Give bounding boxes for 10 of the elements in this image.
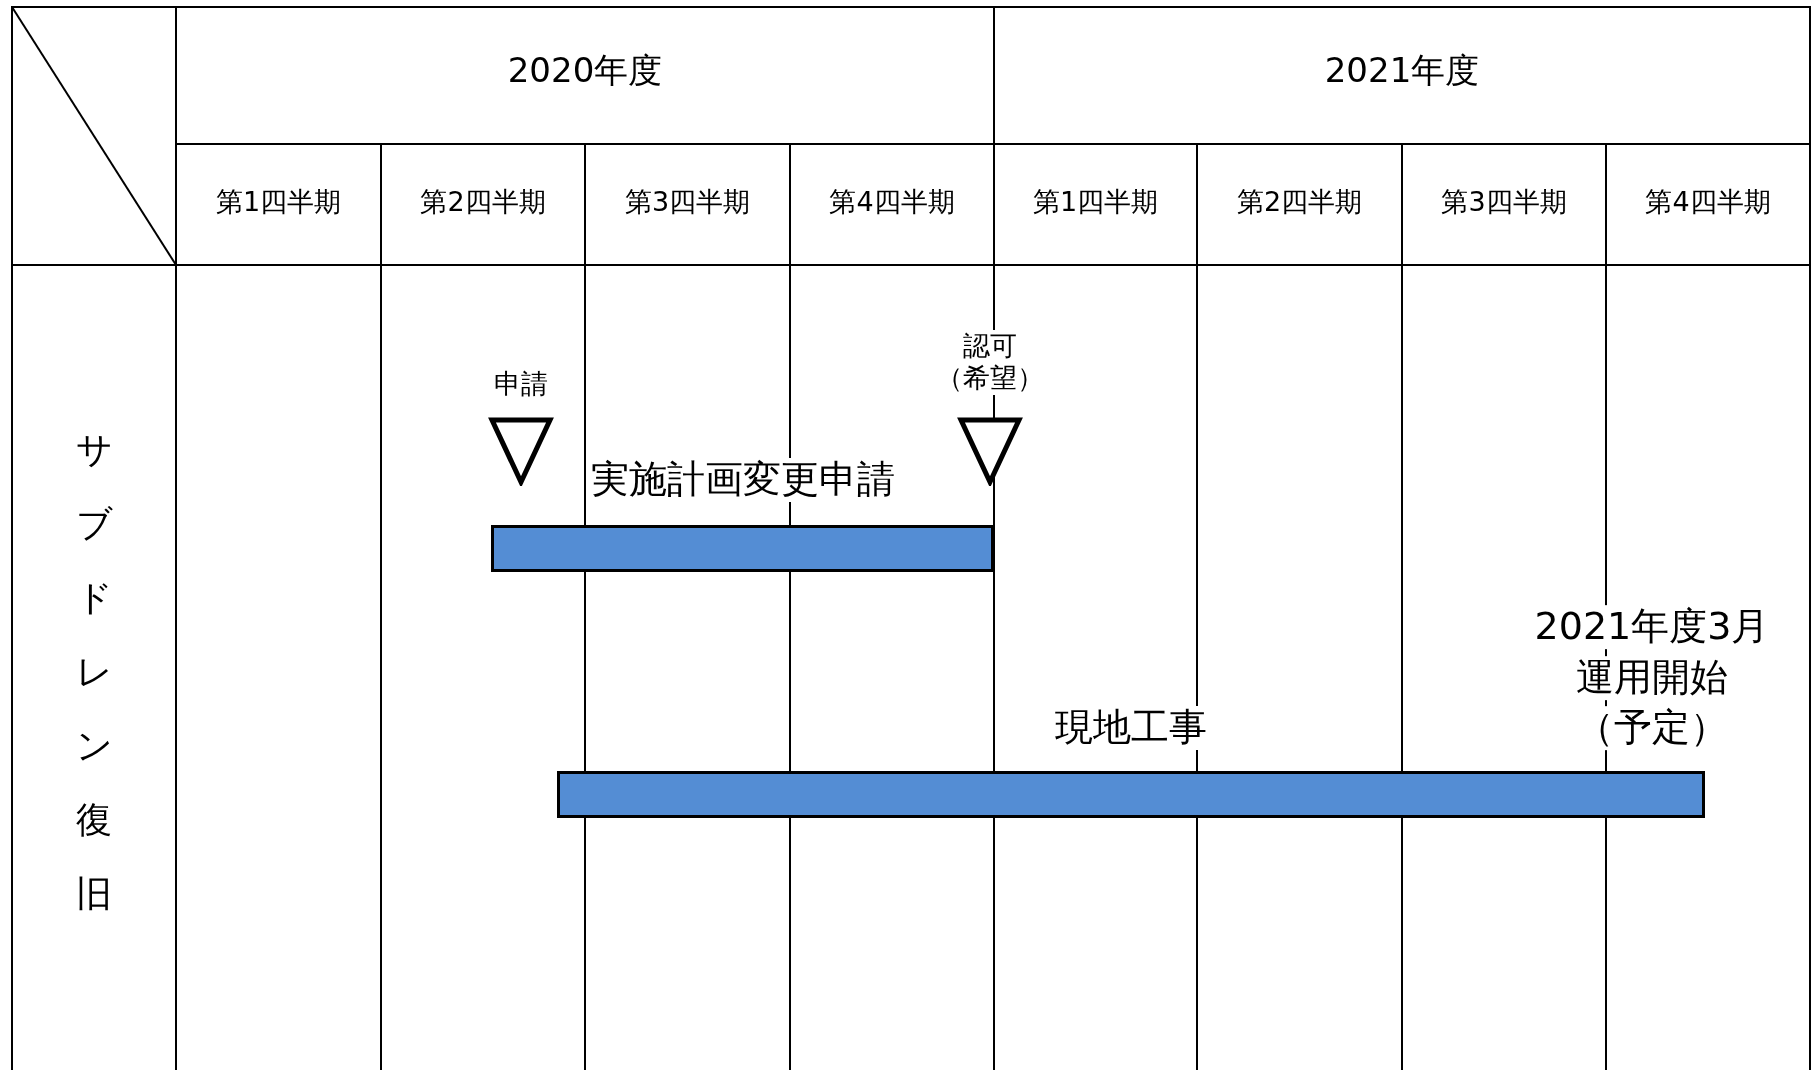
quarter-header: 第1四半期 <box>1032 186 1159 218</box>
row-header: サブドレン復旧 <box>76 428 112 916</box>
quarter-header: 第1四半期 <box>215 186 342 218</box>
quarter-header: 第3四半期 <box>1441 186 1567 218</box>
milestone-note: 運用開始 <box>1576 656 1728 700</box>
quarter-header: 第4四半期 <box>1645 186 1771 218</box>
quarter-header: 第2四半期 <box>1236 186 1363 218</box>
quarter-header: 第4四半期 <box>829 186 955 218</box>
quarter-header: 第2四半期 <box>420 186 546 218</box>
quarter-header: 第3四半期 <box>624 186 751 218</box>
